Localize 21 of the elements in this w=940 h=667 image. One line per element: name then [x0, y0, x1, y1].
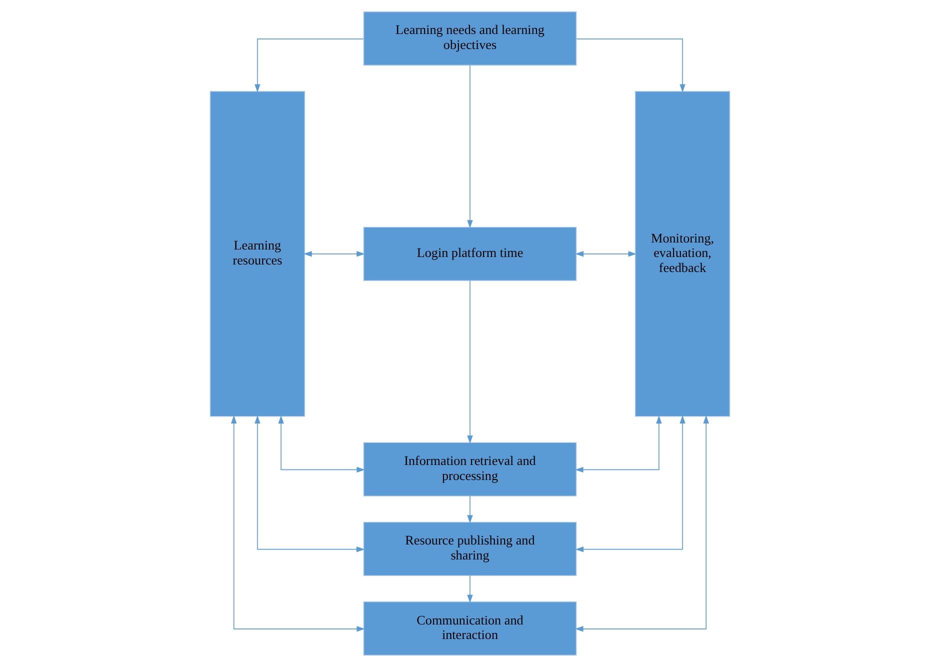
arrow: [467, 64, 473, 228]
arrow: [254, 38, 364, 92]
node-box: Communication and interaction: [363, 601, 577, 656]
arrow: [254, 415, 365, 552]
node-box: Monitoring, evaluation, feedback: [634, 91, 730, 417]
node-box: Resource publishing and sharing: [363, 522, 577, 576]
arrow: [576, 38, 686, 92]
arrow: [231, 415, 365, 632]
arrow: [304, 251, 365, 257]
node-box: Login platform time: [363, 226, 577, 281]
node-box: Learning needs and learning objectives: [363, 11, 577, 66]
arrow: [467, 496, 473, 524]
arrow: [278, 415, 365, 473]
arrow: [467, 280, 473, 444]
node-box: Information retrieval and processing: [363, 442, 577, 496]
arrow: [575, 251, 636, 257]
arrow: [575, 415, 709, 632]
arrow: [467, 575, 473, 603]
arrow: [575, 415, 686, 552]
node-box: Learning resources: [210, 91, 306, 417]
arrow: [575, 415, 662, 473]
